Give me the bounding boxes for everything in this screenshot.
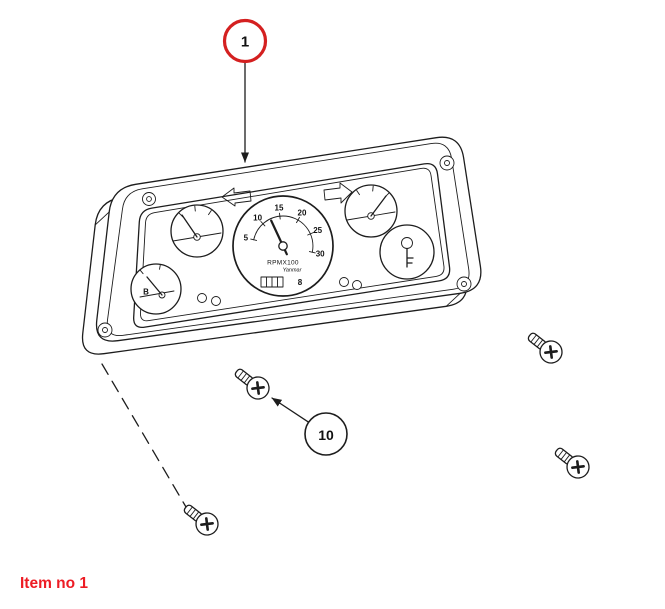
- tachometer-gauge: 5 10 15 20 25 30 RPMX100 Yanmar 8: [232, 195, 334, 297]
- tach-scale-10: 10: [253, 213, 262, 222]
- screw: [177, 497, 224, 541]
- mounting-hole-top-right: [439, 155, 455, 171]
- hour-meter: 8: [260, 276, 303, 288]
- callout-1[interactable]: 1: [222, 18, 268, 163]
- panel-edge-lines: [94, 211, 461, 307]
- instrument-panel: B 5 10 15 20 25 30 RPMX100 Yanmar 8: [81, 136, 482, 355]
- item-caption: Item no 1: [20, 575, 88, 592]
- tach-scale-30: 30: [316, 249, 325, 258]
- screw: [548, 440, 595, 484]
- tach-scale-5: 5: [244, 234, 249, 243]
- panel-recess-inner-line: [140, 167, 445, 322]
- indicator-light: [352, 280, 362, 290]
- hour-meter-digit: 8: [298, 278, 303, 287]
- indicator-light: [197, 293, 207, 303]
- callout-10[interactable]: 10: [271, 397, 348, 456]
- callout-1-label: 1: [241, 34, 249, 51]
- tach-scale-15: 15: [275, 204, 284, 213]
- tach-unit-label: RPMX100: [267, 260, 299, 267]
- mounting-hole-bottom-left: [97, 322, 113, 338]
- mounting-hole-bottom-right: [456, 276, 472, 292]
- tach-needle-hub: [278, 241, 288, 251]
- indicator-light: [339, 277, 349, 287]
- tach-scale-20: 20: [298, 209, 307, 218]
- mounting-hole-top-left: [142, 192, 156, 206]
- voltage-gauge: [344, 184, 398, 238]
- callout-1-circle[interactable]: [222, 18, 268, 64]
- panel-bevel-line: [106, 142, 470, 337]
- panel-recess-outline: [133, 162, 451, 329]
- turn-indicator-left-icon: [221, 187, 252, 207]
- callout-10-circle[interactable]: [304, 412, 348, 456]
- temp-gauge: [170, 204, 224, 258]
- tach-brand-label: Yanmar: [283, 268, 303, 274]
- leader-arrow-10: [271, 397, 310, 423]
- screw: [521, 325, 568, 369]
- turn-indicator-right-icon: [323, 182, 353, 204]
- screw: [228, 361, 275, 405]
- dashed-guide-line: [101, 363, 187, 508]
- ignition-gauge: [379, 224, 435, 280]
- indicator-light: [211, 296, 221, 306]
- callout-10-label: 10: [318, 427, 334, 443]
- fuel-gauge: B: [130, 263, 182, 315]
- fuel-gauge-label: B: [143, 288, 149, 297]
- tach-scale-25: 25: [313, 226, 322, 235]
